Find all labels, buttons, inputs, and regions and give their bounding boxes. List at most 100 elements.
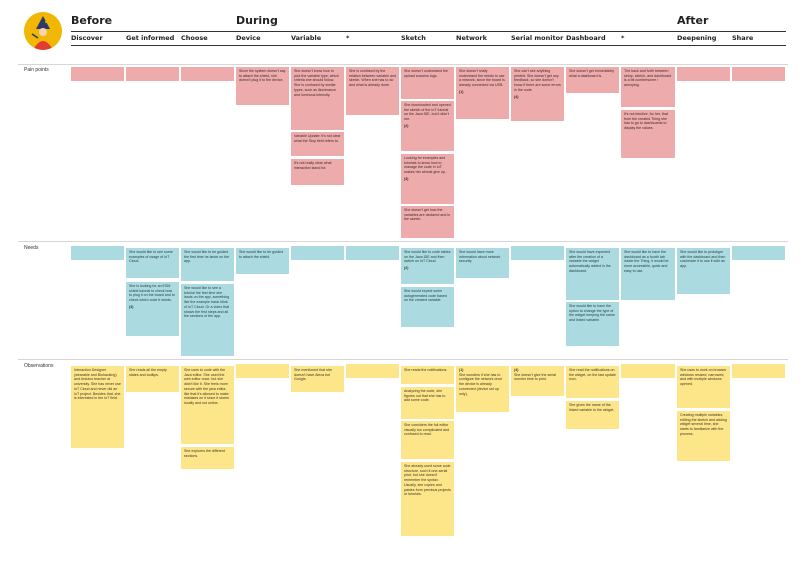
sticky-note xyxy=(71,67,124,81)
wizard-icon xyxy=(24,12,62,50)
sticky-note xyxy=(677,67,730,81)
obs-note-full-editor: She considers the full editor visually t… xyxy=(401,421,454,459)
obs-note-alexa: She mentioned that she doesn't have Alex… xyxy=(291,366,344,392)
sticky-note xyxy=(732,67,785,81)
sticky-note xyxy=(236,364,289,378)
note-text: She doesn't know how to pick the variabl… xyxy=(294,69,339,97)
need-note-widget-auto: She would have expected after the creati… xyxy=(566,248,619,300)
sticky-note xyxy=(346,364,399,378)
col-device: Device xyxy=(236,34,261,42)
note-ref: (4) xyxy=(514,368,519,372)
need-note-attach-shield: She would like to be guided to attach th… xyxy=(236,248,289,274)
col-dashboard: Dashboard xyxy=(566,34,606,42)
pain-note-thing-dashboard: It's not intuitive, for her, that from t… xyxy=(621,110,675,158)
note-text: She gives the name of the linked variabl… xyxy=(569,403,615,412)
note-text: She would like to prototype with the das… xyxy=(680,250,726,269)
note-text: Creating multiple variables, editing the… xyxy=(680,413,727,436)
note-text: She reads all the empty states and toolt… xyxy=(129,368,167,377)
note-text: She would like to code tables on the Jav… xyxy=(404,250,451,264)
need-note-code-tables: She would like to code tables on the Jav… xyxy=(401,248,454,284)
note-text: She doesn't understand the upload succes… xyxy=(404,69,448,78)
phase-after: After xyxy=(677,14,709,27)
note-ref: (1) xyxy=(459,89,464,94)
need-note-tutorial: She would like to see a tutorial the fir… xyxy=(181,284,234,356)
need-note-examples: She would like to see some examples of u… xyxy=(126,248,179,278)
header-rule-top xyxy=(71,31,786,32)
sticky-note xyxy=(732,246,785,260)
note-ref: (1) xyxy=(459,368,464,372)
col-choose: Choose xyxy=(181,34,208,42)
note-text: She read the notifications on the widget… xyxy=(569,368,616,382)
sticky-note xyxy=(291,246,344,260)
note-text: She mentioned that she doesn't have Alex… xyxy=(294,368,332,382)
note-text: She wonders if she has to configure the … xyxy=(459,372,503,396)
col-star-2: * xyxy=(621,34,625,42)
row-divider-needs xyxy=(18,241,788,242)
note-text: She considers the full editor visually t… xyxy=(404,423,449,437)
obs-note-add-code: Analyzing the code, she figures out that… xyxy=(401,387,454,419)
note-ref: (3) xyxy=(404,176,409,181)
obs-note-familiarize: Creating multiple variables, editing the… xyxy=(677,411,730,461)
obs-note-empty-states: She reads all the empty states and toolt… xyxy=(126,366,179,392)
pain-note-upload-logs: She doesn't understand the upload succes… xyxy=(401,67,454,99)
note-text: Looking for examples and tutorials to kn… xyxy=(404,156,446,175)
note-text: She can't see anything printed. She does… xyxy=(514,69,561,92)
note-text: She downloaded and opened the sketch of … xyxy=(404,103,451,122)
pain-note-variable-type: She doesn't know how to pick the variabl… xyxy=(291,67,344,130)
note-text: She doesn't give the serial monitor time… xyxy=(514,372,557,382)
note-text: She would have more information about ne… xyxy=(459,250,501,264)
pain-note-variable-update: Variable Update: it's not clear what the… xyxy=(291,132,344,156)
sticky-note xyxy=(346,246,399,260)
sticky-note xyxy=(621,364,675,378)
col-variable: Variable xyxy=(291,34,322,42)
note-text: She doesn't get immediately what a dashb… xyxy=(569,69,615,78)
pain-note-examples: Looking for examples and tutorials to kn… xyxy=(401,154,454,204)
obs-note-widget-name: She gives the name of the linked variabl… xyxy=(566,401,619,429)
row-label-needs: Needs xyxy=(24,245,39,251)
sticky-note xyxy=(511,246,564,260)
note-text: She is looking for an ESM shield tutoria… xyxy=(129,284,175,303)
note-text: She would like to see some examples of u… xyxy=(129,250,173,264)
sticky-note xyxy=(126,67,179,81)
need-note-shield-tutorial: She is looking for an ESM shield tutoria… xyxy=(126,282,179,336)
note-ref: (4) xyxy=(514,94,519,99)
note-text: She would like to be guided to attach th… xyxy=(239,250,283,259)
obs-note-code-structure: She already used some code structure, su… xyxy=(401,462,454,536)
pain-note-variables-declared: She doesn't get how the variables are de… xyxy=(401,206,454,238)
note-text: Interaction Designer (wearable and Bioha… xyxy=(74,368,121,401)
note-text: She uses to work on browser windows resi… xyxy=(680,368,727,387)
row-divider-obs xyxy=(18,359,788,360)
obs-note-browser: She uses to work on browser windows resi… xyxy=(677,366,730,408)
note-ref: (2) xyxy=(404,266,409,271)
header-rule-bottom xyxy=(71,45,786,46)
pain-note-dashboard: She doesn't get immediately what a dashb… xyxy=(566,67,619,93)
sticky-note xyxy=(71,246,124,260)
need-note-network-info: She would have more information about ne… xyxy=(456,248,509,278)
note-text: Analyzing the code, she figures out that… xyxy=(404,389,446,403)
note-text: She is confused by the relation between … xyxy=(349,69,396,88)
note-text: It's not really clear what interaction s… xyxy=(294,161,332,170)
col-deepening: Deepening xyxy=(677,34,717,42)
need-note-guided: She would like to be guided the first ti… xyxy=(181,248,234,281)
col-serial-monitor: Serial monitor xyxy=(511,34,564,42)
pain-note-device: Since the system doesn't say to attach t… xyxy=(236,67,289,105)
note-text: She would like to have the option to cha… xyxy=(569,304,615,323)
obs-note-persona: Interaction Designer (wearable and Bioha… xyxy=(71,366,124,448)
sticky-note xyxy=(181,67,234,81)
note-ref: (3) xyxy=(129,304,134,309)
col-star-1: * xyxy=(346,34,350,42)
obs-note-network: (1)She wonders if she has to configure t… xyxy=(456,366,509,412)
need-note-widget-type: She would like to have the option to cha… xyxy=(566,302,619,346)
pain-note-network: She doesn't really understand the needs … xyxy=(456,67,509,119)
obs-note-explores: She explores the different sections. xyxy=(181,447,234,469)
row-label-pain: Pain points xyxy=(24,67,49,73)
note-text: She would like to see a tutorial the fir… xyxy=(184,286,230,319)
note-text: It's not intuitive, for her, that from t… xyxy=(624,112,668,131)
note-text: She uses to code with the Java editor. S… xyxy=(184,368,229,406)
col-network: Network xyxy=(456,34,487,42)
col-discover: Discover xyxy=(71,34,103,42)
obs-note-widget-notifications: She read the notifications on the widget… xyxy=(566,366,619,398)
obs-note-java-editor: She uses to code with the Java editor. S… xyxy=(181,366,234,444)
note-text: She already used some code structure, su… xyxy=(404,464,451,497)
